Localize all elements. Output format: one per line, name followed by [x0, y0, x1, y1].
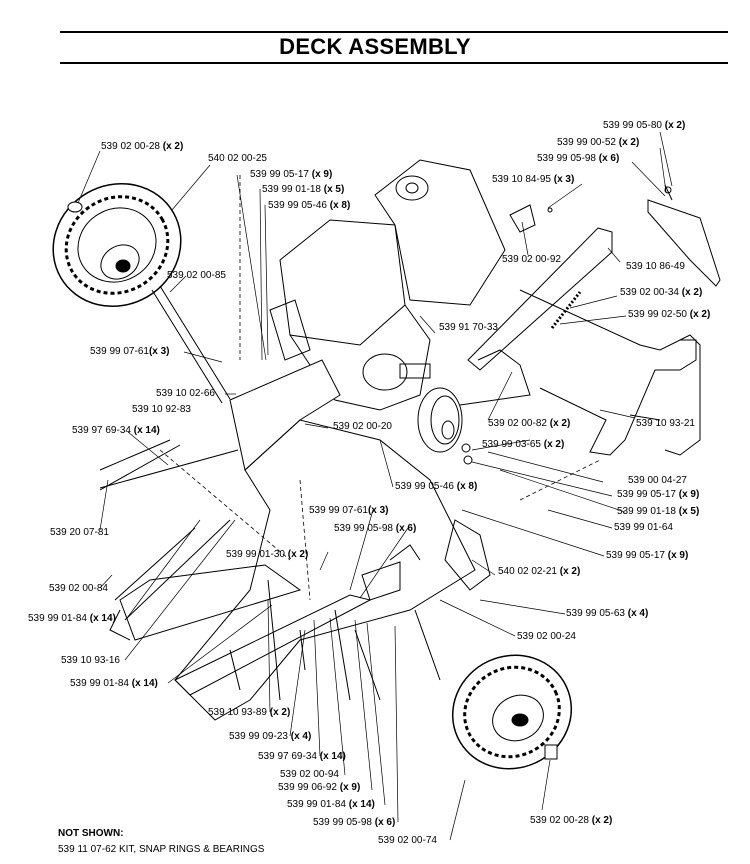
not-shown-note: NOT SHOWN: 539 11 07-62 KIT, SNAP RINGS …	[58, 826, 264, 858]
part-label: 539 99 05-46 (x 8)	[395, 481, 478, 492]
part-label: 539 02 00-20	[333, 421, 392, 432]
part-label: 539 97 69-34 (x 14)	[72, 425, 160, 436]
part-label: 539 10 93-21	[636, 418, 695, 429]
top-rule	[60, 31, 728, 33]
part-label: 539 10 93-16	[61, 655, 120, 666]
handle-frame-illustration	[459, 227, 701, 456]
part-label: 539 99 05-17 (x 9)	[617, 489, 700, 500]
wheel-left-illustration	[52, 182, 182, 308]
part-label: 539 99 01-30 (x 2)	[226, 549, 309, 560]
part-label: 539 91 70-33	[439, 322, 498, 333]
part-label: 539 10 86-49	[626, 261, 685, 272]
side-plate-illustration	[509, 184, 721, 287]
part-label: 539 99 01-18 (x 5)	[262, 184, 345, 195]
part-label: 539 02 00-85	[167, 270, 226, 281]
page-title: DECK ASSEMBLY	[279, 34, 471, 59]
part-label: 539 99 05-46 (x 8)	[268, 200, 351, 211]
part-label: 539 99 09-23 (x 4)	[229, 731, 312, 742]
part-label: 539 97 69-34 (x 14)	[258, 751, 346, 762]
part-label: 539 02 00-94	[280, 769, 339, 780]
part-label: 539 99 05-98 (x 6)	[334, 523, 417, 534]
not-shown-item: 539 11 07-62 KIT, SNAP RINGS & BEARINGS	[58, 844, 265, 855]
part-label: 539 99 05-63 (x 4)	[566, 608, 649, 619]
part-label: 540 02 02-21 (x 2)	[498, 566, 581, 577]
part-label: 539 02 00-74	[378, 835, 437, 846]
wheel-right-illustration	[451, 654, 573, 770]
part-label: 539 20 07-81	[50, 527, 109, 538]
part-label: 539 99 01-84 (x 14)	[287, 799, 375, 810]
part-label: 539 10 02-66	[156, 388, 215, 399]
part-label: 539 99 06-92 (x 9)	[278, 782, 361, 793]
part-label: 539 99 01-64	[614, 522, 673, 533]
pulley-illustration	[417, 387, 473, 465]
part-label: 539 99 05-80 (x 2)	[603, 120, 686, 131]
deck-rods-illustration	[99, 439, 441, 701]
part-label: 539 99 05-17 (x 9)	[606, 550, 689, 561]
leader-lines	[77, 131, 673, 841]
part-label: 539 02 00-84	[49, 583, 108, 594]
part-label: 539 10 92-83	[132, 404, 191, 415]
part-label: 539 99 05-98 (x 6)	[537, 153, 620, 164]
part-label: 539 99 02-50 (x 2)	[628, 309, 711, 320]
part-label: 539 02 00-28 (x 2)	[530, 815, 613, 826]
part-label: 540 02 00-25	[208, 153, 267, 164]
part-label: 539 99 01-18 (x 5)	[617, 506, 700, 517]
part-label: 539 99 01-84 (x 14)	[28, 613, 116, 624]
part-label: 539 99 00-52 (x 2)	[557, 137, 640, 148]
part-label: 539 10 93-89 (x 2)	[208, 707, 291, 718]
part-label: 539 02 00-28 (x 2)	[101, 141, 184, 152]
assembly-guide-lines	[159, 175, 601, 601]
part-label: 539 99 01-84 (x 14)	[70, 678, 158, 689]
part-label: 539 00 04-27	[628, 475, 687, 486]
part-label: 539 99 05-98 (x 6)	[313, 817, 396, 828]
part-label: 539 02 00-82 (x 2)	[488, 418, 571, 429]
part-label: 539 02 00-92	[502, 254, 561, 265]
part-label: 539 99 03-65 (x 2)	[482, 439, 565, 450]
part-label: 539 02 00-24	[517, 631, 576, 642]
title-underline	[60, 62, 728, 64]
part-label: 539 02 00-34 (x 2)	[620, 287, 703, 298]
part-label: 539 99 07-61(x 3)	[90, 346, 170, 357]
part-label: 539 99 07-61(x 3)	[309, 505, 389, 516]
part-label: 539 10 84-95 (x 3)	[492, 174, 575, 185]
part-label: 539 99 05-17 (x 9)	[250, 169, 333, 180]
not-shown-heading: NOT SHOWN:	[58, 828, 124, 839]
axle-rod-illustration	[151, 285, 231, 404]
